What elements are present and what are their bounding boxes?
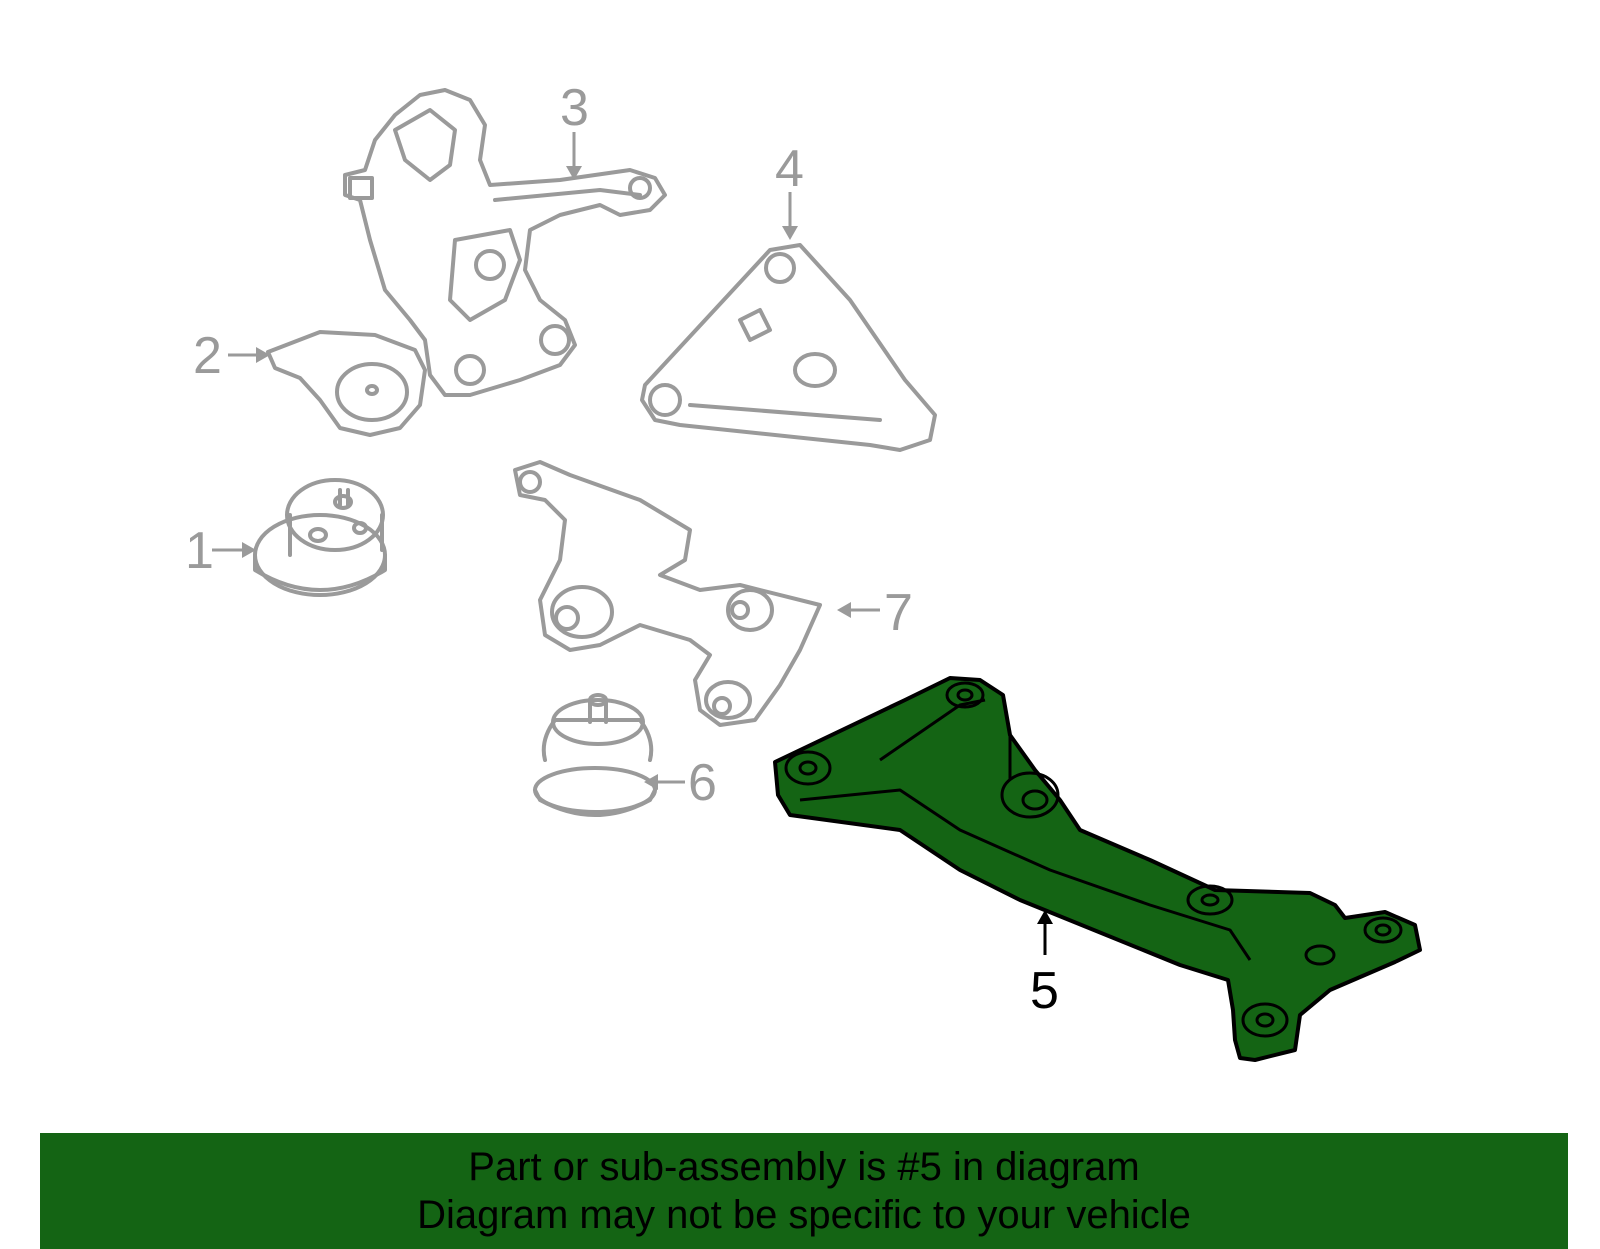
part-7-transmission-bracket [513,460,822,727]
callout-5: 5 [1030,962,1059,1020]
callout-7: 7 [884,584,913,642]
callout-2: 2 [193,327,222,385]
part-4-triangular-bracket [640,243,937,452]
callout-arrows [212,132,1053,955]
part-1-engine-mount [253,478,387,597]
parts-diagram: 1 2 3 4 5 6 7 [185,79,1422,1062]
part-2-mount-bracket [266,330,427,437]
info-banner: Part or sub-assembly is #5 in diagram Di… [40,1133,1568,1249]
part-3-engine-bracket [343,88,667,397]
callout-4: 4 [775,140,804,198]
callout-3: 3 [560,79,589,137]
banner-line-2: Diagram may not be specific to your vehi… [417,1193,1191,1237]
part-6-rubber-mount [533,693,657,817]
part-5-crossmember [773,676,1422,1062]
banner-line-1: Part or sub-assembly is #5 in diagram [468,1145,1140,1189]
callout-1: 1 [185,522,214,580]
callout-6: 6 [688,754,717,812]
